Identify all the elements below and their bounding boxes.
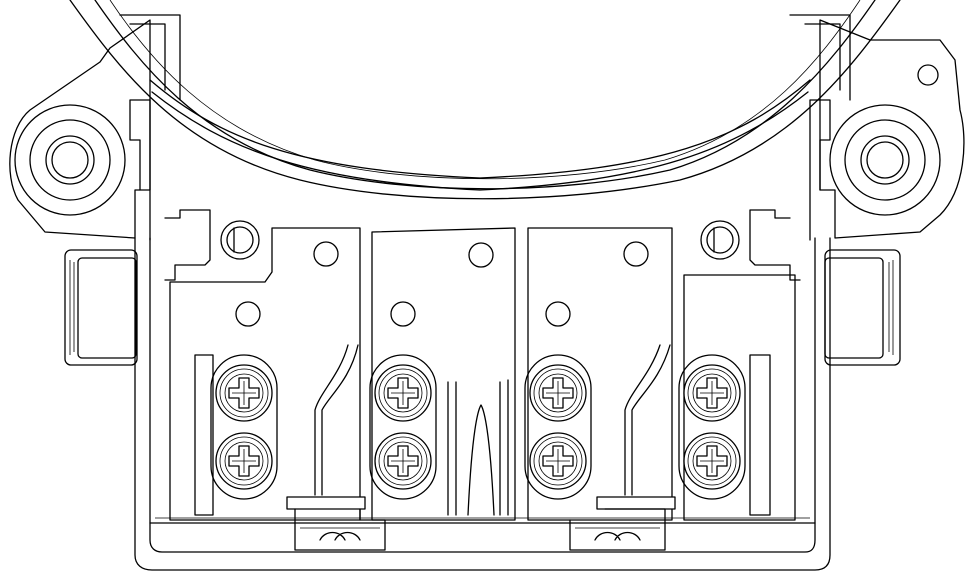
terminal-plate-2 [371,227,516,521]
cable-clamp-right [569,496,676,551]
right-mounting-ear [789,14,965,239]
terminal-plate-4 [683,274,796,521]
screw-2-1-icon [374,364,432,422]
terminal-plate-3 [527,227,673,521]
terminal-slot-3 [524,354,592,500]
main-body [129,99,831,571]
terminal-screws [210,354,746,500]
screw-4-2-icon [683,432,741,490]
cable-clamp-left [286,496,386,551]
left-mounting-ear [9,14,181,239]
locating-pin-right [700,220,740,260]
right-side-clip [824,249,901,366]
screw-1-2-icon [215,432,273,490]
screw-4-1-icon [683,364,741,422]
left-side-clip [64,249,138,366]
screw-3-2-icon [529,432,587,490]
housing-ring [69,0,901,200]
screw-3-1-icon [529,364,587,422]
screw-1-1-icon [215,364,273,422]
terminal-slot-4 [678,354,746,500]
locating-pin-left [220,220,260,260]
terminal-slot-2 [369,354,437,500]
terminal-slot-1 [210,354,278,500]
terminal-plate-1 [169,227,361,521]
screw-2-2-icon [374,432,432,490]
